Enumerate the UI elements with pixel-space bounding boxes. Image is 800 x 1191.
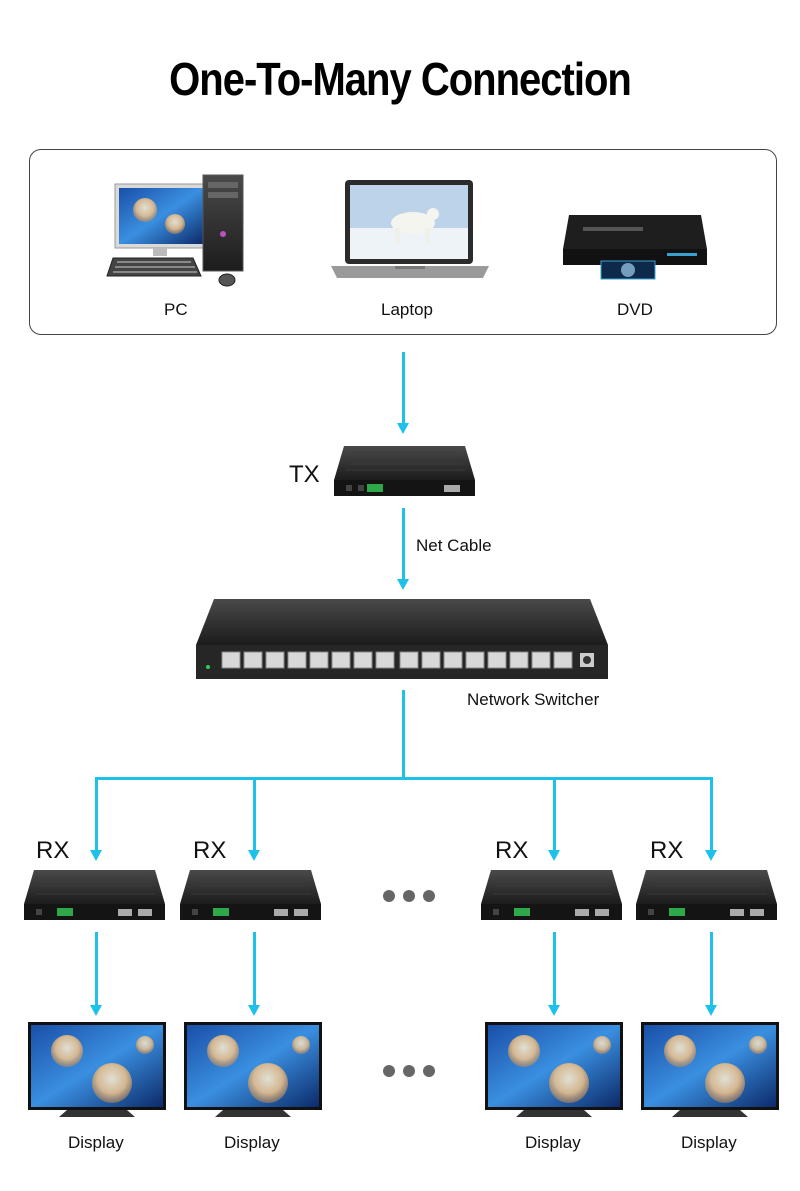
- ellipsis-dot: [403, 890, 415, 902]
- connector-line-display-1: [95, 932, 98, 1006]
- display-monitor-icon-3: [485, 1022, 623, 1117]
- connector-line-sources-tx: [402, 352, 405, 424]
- source-label-dvd: DVD: [617, 300, 653, 319]
- connector-line-rx-1: [95, 777, 98, 851]
- source-label-pc: PC: [164, 300, 188, 319]
- net-cable-label: Net Cable: [416, 536, 492, 555]
- connector-line-display-3: [553, 932, 556, 1006]
- connector-line-bus: [95, 777, 713, 780]
- arrowhead-switch: [397, 579, 409, 590]
- rx-extender-icon-3: [481, 870, 622, 920]
- rx-extender-icon-4: [636, 870, 777, 920]
- connector-line-rx-4: [710, 777, 713, 851]
- laptop-icon: [331, 180, 489, 278]
- arrowhead-rx-2: [248, 850, 260, 861]
- rx-extender-icon-1: [24, 870, 165, 920]
- arrowhead-display-2: [248, 1005, 260, 1016]
- connector-line-display-4: [710, 932, 713, 1006]
- connector-line-rx-3: [553, 777, 556, 851]
- ellipsis-receivers: [383, 890, 435, 902]
- connector-line-display-2: [253, 932, 256, 1006]
- rx-label-2: RX: [193, 837, 227, 864]
- ellipsis-dot: [423, 890, 435, 902]
- display-label-3: Display: [525, 1133, 581, 1152]
- rx-label-1: RX: [36, 837, 70, 864]
- connector-line-rx-2: [253, 777, 256, 851]
- network-switcher-label: Network Switcher: [467, 690, 600, 709]
- pc-icon: [106, 174, 244, 287]
- page-title: One-To-Many Connection: [169, 54, 632, 106]
- network-switch-icon: [196, 599, 608, 679]
- rx-label-4: RX: [650, 837, 684, 864]
- ellipsis-dot: [423, 1065, 435, 1077]
- ellipsis-displays: [383, 1065, 435, 1077]
- rx-extender-icon-2: [180, 870, 321, 920]
- display-monitor-icon-1: [28, 1022, 166, 1117]
- display-monitor-icon-4: [641, 1022, 779, 1117]
- rx-label-3: RX: [495, 837, 529, 864]
- display-monitor-icon-2: [184, 1022, 322, 1117]
- arrowhead-display-4: [705, 1005, 717, 1016]
- arrowhead-rx-3: [548, 850, 560, 861]
- ellipsis-dot: [383, 1065, 395, 1077]
- display-label-1: Display: [68, 1133, 124, 1152]
- arrowhead-rx-1: [90, 850, 102, 861]
- source-devices-box: [29, 149, 777, 335]
- arrowhead-display-3: [548, 1005, 560, 1016]
- connector-line-tx-switch: [402, 508, 405, 580]
- arrowhead-display-1: [90, 1005, 102, 1016]
- dvd-player-icon: [563, 215, 707, 280]
- tx-label: TX: [289, 461, 320, 488]
- ellipsis-dot: [383, 890, 395, 902]
- display-label-4: Display: [681, 1133, 737, 1152]
- display-label-2: Display: [224, 1133, 280, 1152]
- ellipsis-dot: [403, 1065, 415, 1077]
- connector-line-switch-trunk: [402, 690, 405, 780]
- arrowhead-tx: [397, 423, 409, 434]
- arrowhead-rx-4: [705, 850, 717, 861]
- tx-extender-icon: [334, 446, 475, 496]
- source-label-laptop: Laptop: [381, 300, 433, 319]
